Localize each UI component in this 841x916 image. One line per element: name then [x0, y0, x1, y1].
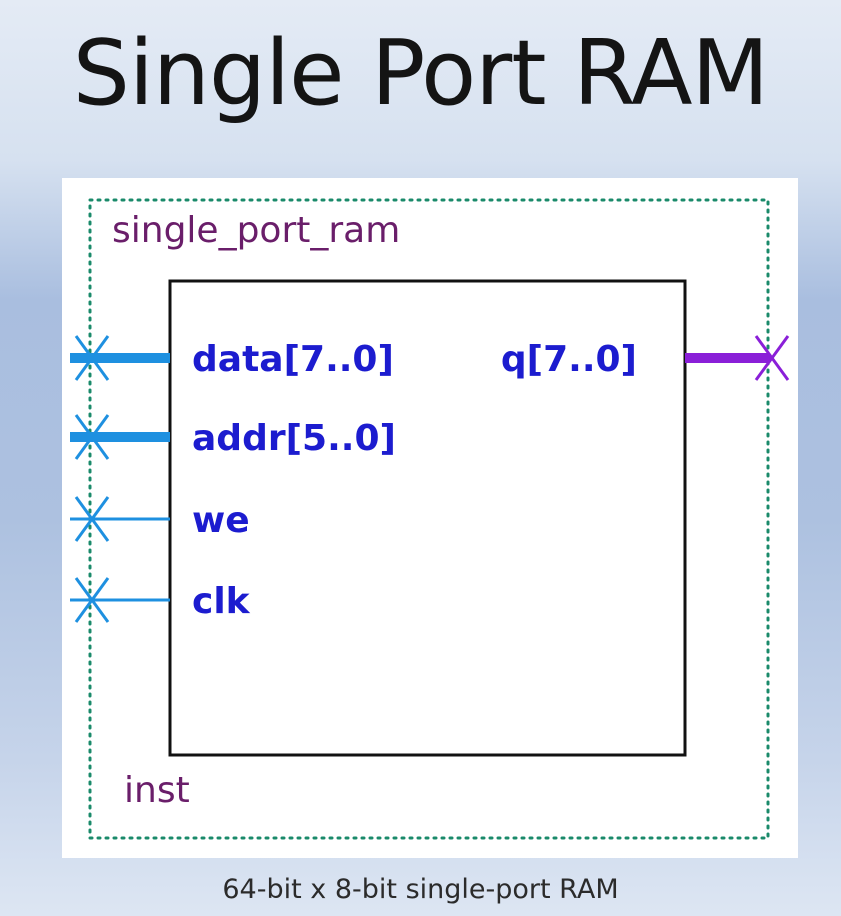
slide-title: Single Port RAM — [72, 21, 769, 126]
addr-input-pin[interactable] — [70, 414, 170, 460]
symbol-panel: single_port_ram inst — [62, 178, 798, 858]
module-name-label: single_port_ram — [112, 210, 400, 251]
port-label-clk: clk — [192, 581, 251, 622]
port-label-q: q[7..0] — [501, 339, 637, 380]
slide-caption: 64-bit x 8-bit single-port RAM — [222, 874, 619, 905]
data-input-pin[interactable] — [70, 335, 170, 381]
q-output-pin[interactable] — [685, 335, 790, 381]
port-label-data: data[7..0] — [192, 339, 394, 380]
we-input-pin[interactable] — [70, 496, 170, 542]
port-label-addr: addr[5..0] — [192, 418, 396, 459]
port-label-we: we — [192, 500, 250, 541]
ram-block-body — [168, 279, 687, 757]
instance-name-label: inst — [124, 770, 190, 811]
ram-block-symbol: single_port_ram inst — [70, 198, 790, 840]
clk-input-pin[interactable] — [70, 577, 170, 623]
